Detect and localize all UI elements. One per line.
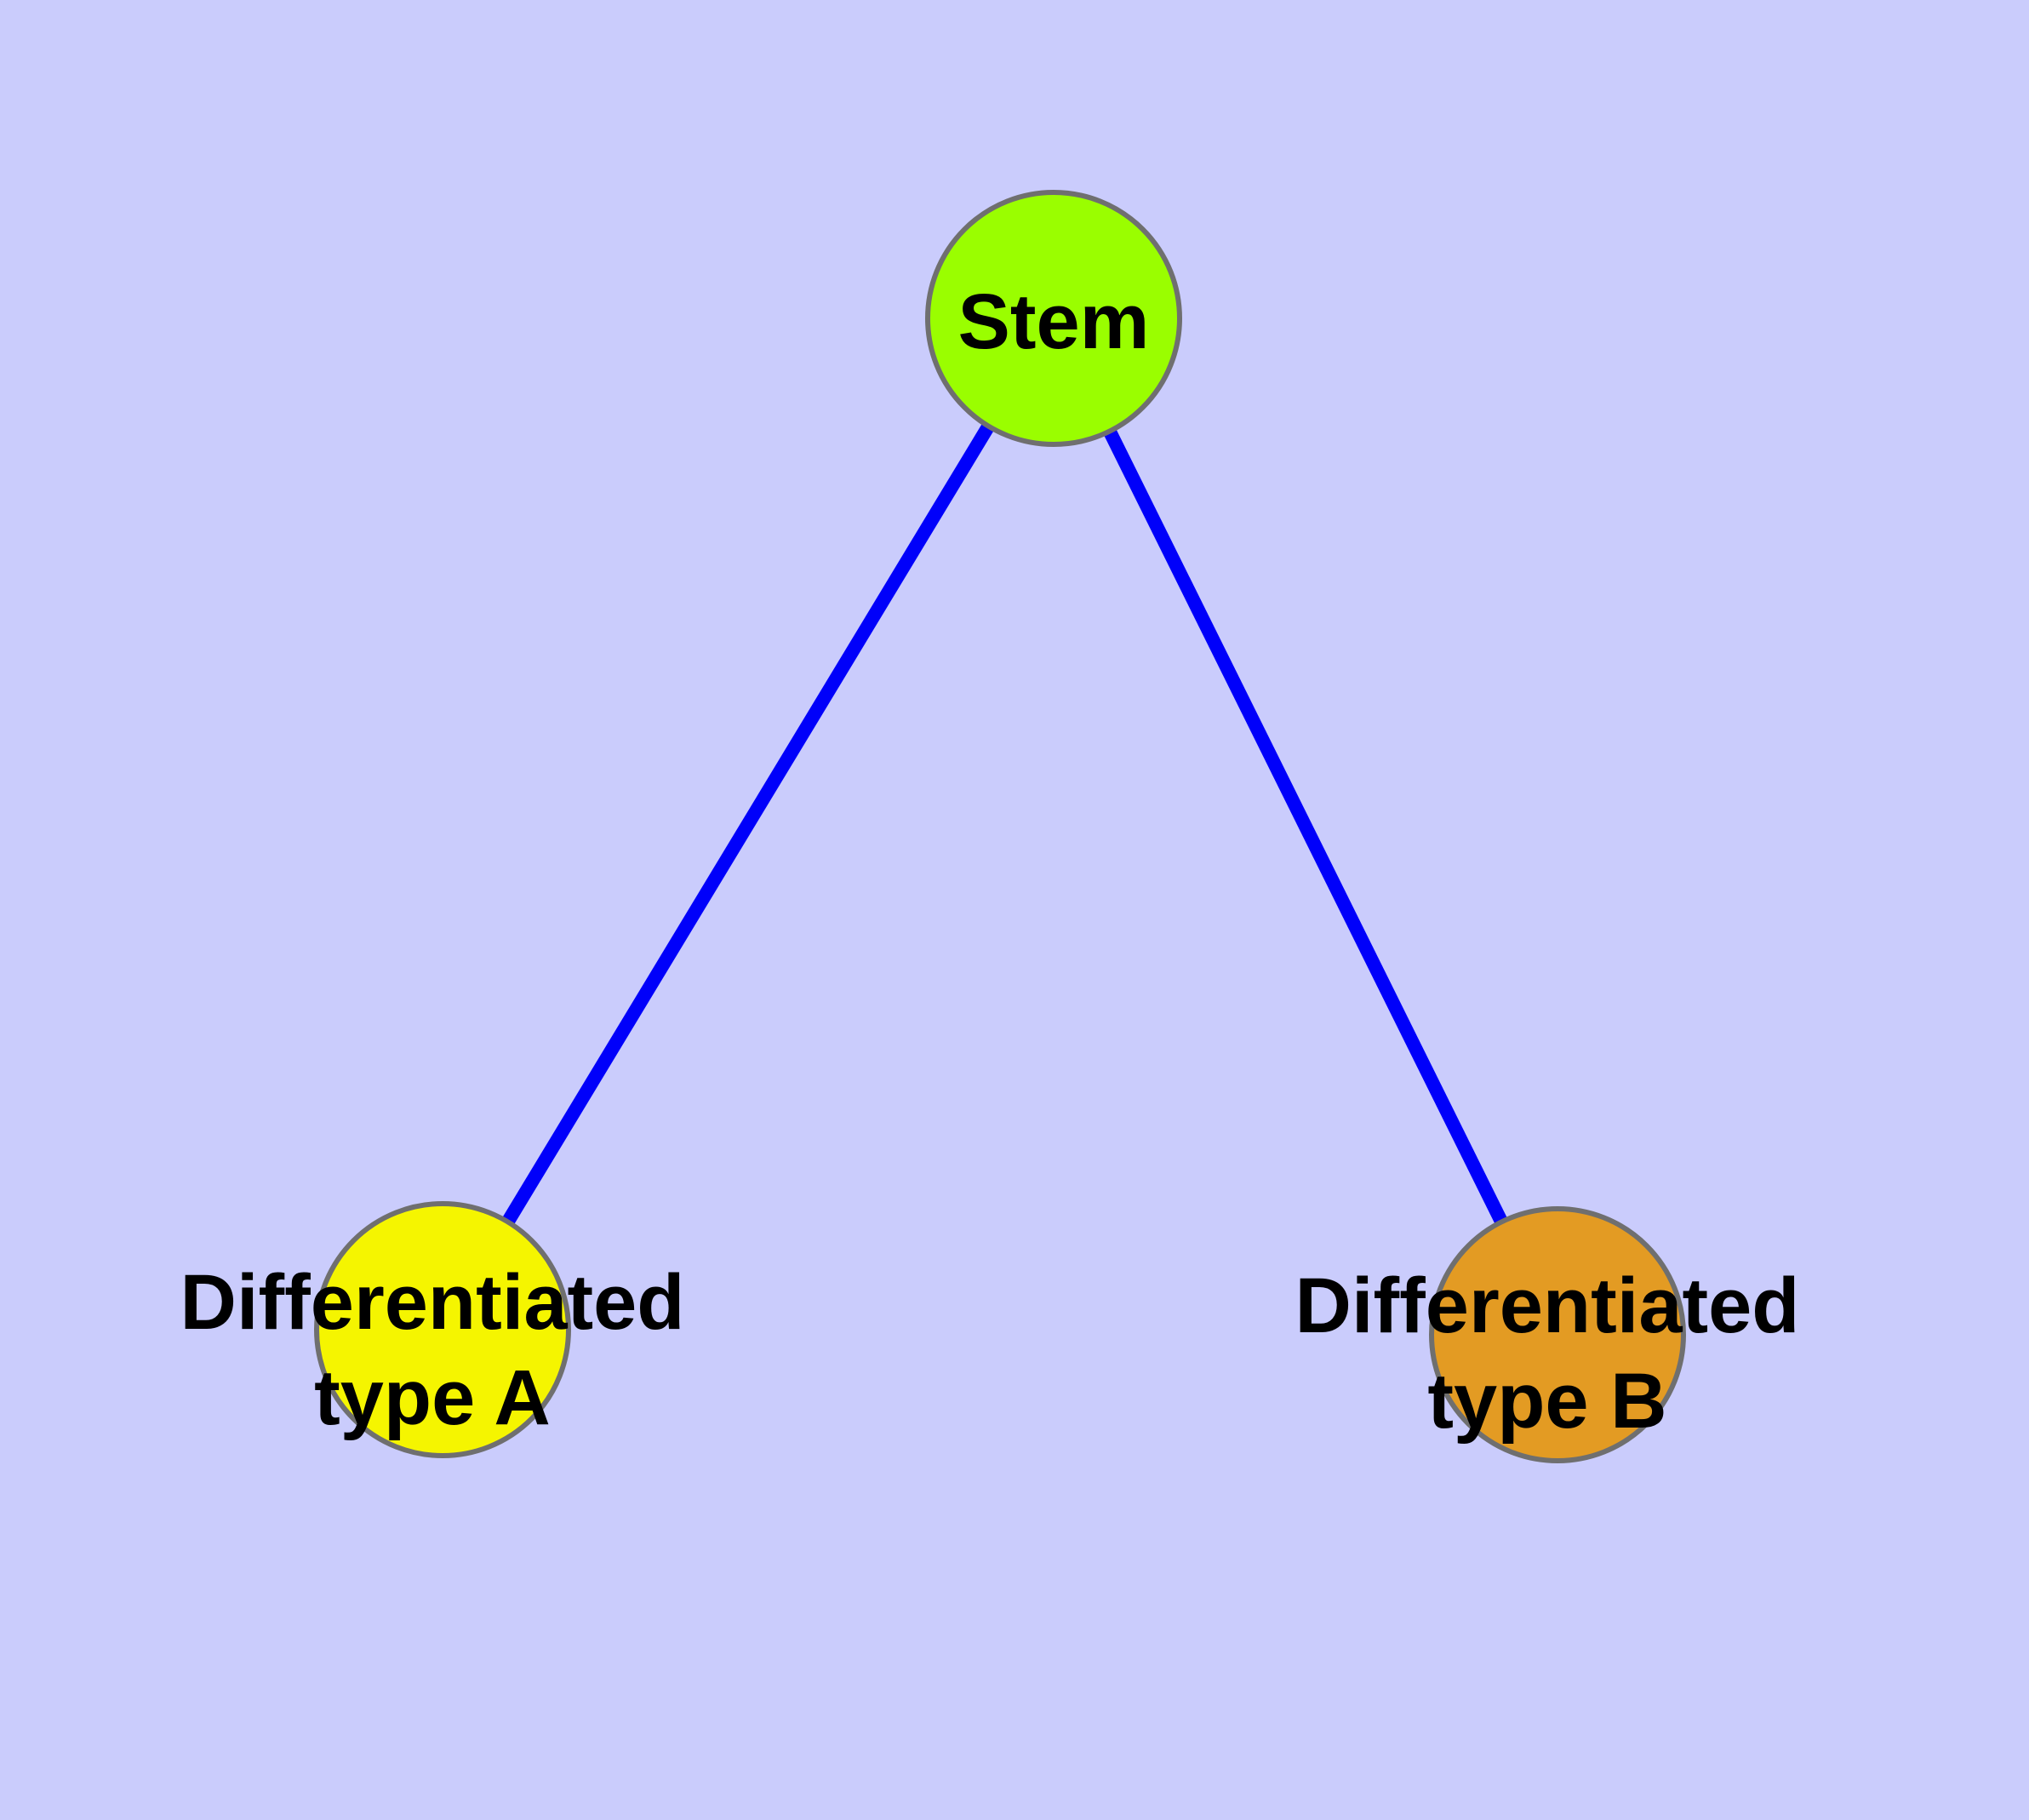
- node-stem-label: Stem: [957, 278, 1150, 365]
- node-type-b-label: Differentiated type B: [1295, 1262, 1800, 1445]
- edge-stem-to-type-a: [437, 314, 1060, 1334]
- node-type-b-circle: [1429, 1206, 1686, 1463]
- node-type-a-circle: [314, 1201, 571, 1458]
- node-type-a-label: Differentiated type A: [180, 1259, 685, 1441]
- edge-stem-to-type-b: [1047, 315, 1564, 1338]
- node-stem-circle: [925, 190, 1182, 447]
